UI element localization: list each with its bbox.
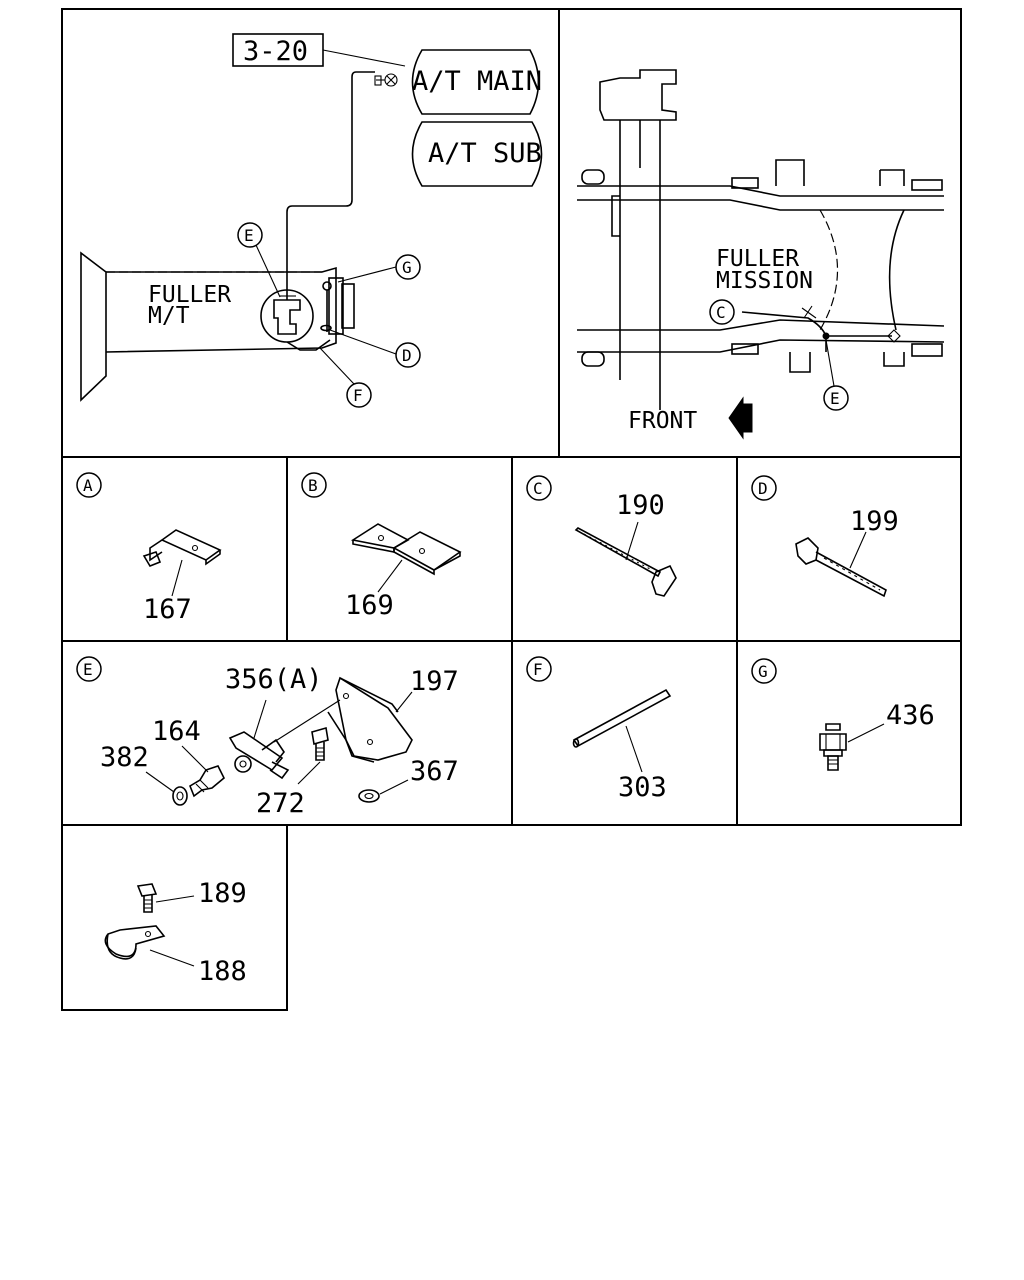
detail-g-panel: G 436 (751, 658, 935, 771)
part-436-fitting[interactable] (819, 723, 847, 771)
part-189-label: 189 (198, 878, 247, 909)
panel-frames (61, 8, 962, 1011)
callout-e-right[interactable]: E (823, 339, 849, 411)
callout-f-left[interactable]: F (319, 347, 372, 408)
detail-clamp-panel: 189 188 (104, 878, 247, 987)
svg-text:F: F (533, 660, 543, 679)
variant-at-main: A/T MAIN (411, 49, 542, 115)
part-188-clamp[interactable] (104, 925, 166, 960)
part-169-plate[interactable] (350, 523, 462, 576)
svg-text:E: E (830, 389, 840, 408)
page-reference-link[interactable]: 3-20 (232, 33, 324, 67)
detail-c-letter: C (526, 475, 552, 501)
variant-at-sub: A/T SUB (411, 121, 543, 187)
part-188-label: 188 (198, 956, 247, 987)
transmission-label-line1: FULLER (148, 282, 231, 308)
part-197-bracket[interactable] (327, 676, 413, 763)
part-436-label: 436 (886, 700, 935, 731)
detail-c-panel: C 190 (526, 475, 677, 597)
part-164-connector[interactable] (189, 765, 225, 798)
front-arrow-icon (728, 396, 753, 440)
svg-text:A: A (83, 476, 93, 495)
svg-text:G: G (402, 258, 412, 277)
fuller-transmission: FULLER M/T (80, 251, 355, 402)
callout-d-left[interactable]: D (329, 329, 421, 368)
detail-g-letter: G (751, 658, 777, 684)
svg-text:B: B (308, 476, 318, 495)
front-label: FRONT (628, 408, 697, 434)
detail-b-letter: B (301, 472, 327, 498)
part-164-label: 164 (152, 716, 201, 747)
transmission-label-line2: M/T (148, 303, 190, 329)
detail-d-panel: D 199 (751, 475, 899, 598)
svg-text:G: G (758, 662, 768, 681)
part-169-label: 169 (345, 590, 394, 621)
callout-e-left[interactable]: E (237, 222, 281, 298)
part-272-label: 272 (256, 788, 305, 819)
detail-f-letter: F (526, 656, 552, 682)
part-167-label: 167 (143, 594, 192, 625)
mission-label-line2: MISSION (716, 268, 813, 294)
part-199-label: 199 (850, 506, 899, 537)
detail-b-panel: B 169 (301, 472, 462, 621)
mission-label-line1: FULLER (716, 246, 799, 272)
variant-at-sub-label: A/T SUB (428, 138, 542, 169)
detail-a-panel: A 167 (76, 472, 222, 625)
svg-text:E: E (83, 660, 93, 679)
part-382-washer[interactable] (172, 786, 188, 806)
part-367-label: 367 (410, 756, 459, 787)
air-hose (286, 71, 398, 300)
page-reference-label: 3-20 (243, 36, 308, 67)
overview-left-panel: 3-20 A/T MAIN A/T SUB (80, 33, 543, 408)
part-367-washer[interactable] (358, 789, 380, 803)
callout-g-left[interactable]: G (337, 254, 421, 283)
svg-text:C: C (533, 479, 543, 498)
svg-text:F: F (353, 386, 363, 405)
part-356a-tee-fitting[interactable] (228, 731, 290, 780)
part-303-pipe[interactable] (572, 688, 672, 748)
part-199-cable-tie[interactable] (795, 537, 887, 598)
svg-text:C: C (716, 303, 726, 322)
detail-f-panel: F 303 (526, 656, 672, 803)
svg-text:D: D (758, 479, 768, 498)
detail-a-letter: A (76, 472, 102, 498)
svg-text:E: E (244, 226, 254, 245)
detail-e-panel: E 197 356(A) 164 (76, 656, 459, 819)
part-190-label: 190 (616, 490, 665, 521)
detail-d-letter: D (751, 475, 777, 501)
part-303-label: 303 (618, 772, 667, 803)
part-190-cable-tie[interactable] (574, 527, 677, 597)
part-272-bolt[interactable] (311, 726, 329, 761)
part-382-label: 382 (100, 742, 149, 773)
detail-e-letter: E (76, 656, 102, 682)
variant-at-main-label: A/T MAIN (412, 66, 542, 97)
part-356a-label: 356(A) (225, 664, 323, 695)
overview-right-panel: FULLER MISSION FRONT C E (577, 69, 945, 440)
svg-text:D: D (402, 346, 412, 365)
part-167-bracket[interactable] (142, 529, 222, 567)
part-189-bolt[interactable] (136, 883, 158, 913)
part-197-label: 197 (410, 666, 459, 697)
callout-c-right[interactable]: C (709, 299, 735, 325)
